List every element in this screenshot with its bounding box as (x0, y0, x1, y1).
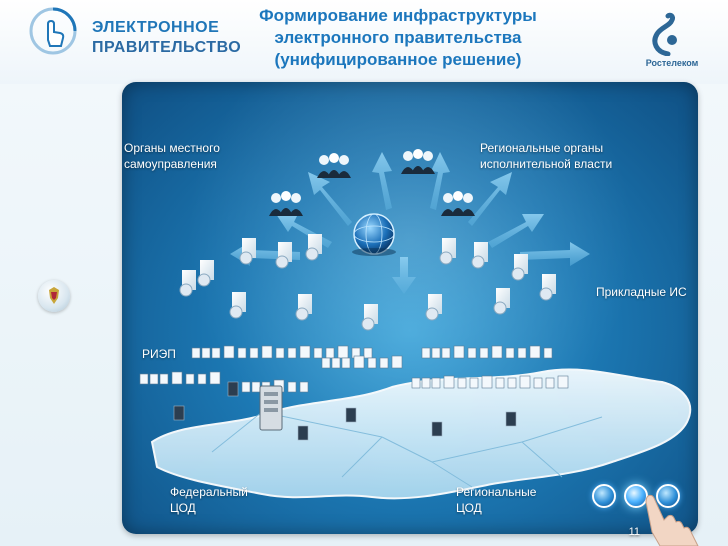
label-federal-dc-line-1: Федеральный (170, 485, 248, 499)
coat-of-arms-icon (38, 280, 70, 312)
label-regional-dc-line-2: ЦОД (456, 501, 482, 515)
label-regional-gov: Региональные органы исполнительной власт… (480, 140, 612, 172)
server-rack-icon (139, 345, 569, 393)
user-group-icon (269, 149, 475, 216)
label-regional-gov-line-1: Региональные органы (480, 141, 604, 155)
label-local-gov-line-1: Органы местного (124, 141, 220, 155)
regional-dc-racks (173, 381, 517, 441)
label-regional-gov-line-2: исполнительной власти (480, 157, 613, 171)
logo-line-2: ПРАВИТЕЛЬСТВО (92, 39, 242, 56)
logo-line-1: ЭЛЕКТРОННОЕ (92, 19, 220, 36)
document-disc-icon (179, 234, 556, 331)
diagram-scene (139, 149, 692, 500)
nav-prev-button[interactable] (592, 484, 616, 508)
e-gov-logo-icon (29, 7, 77, 55)
nav-next-button[interactable] (656, 484, 680, 508)
label-local-gov-line-2: самоуправления (124, 157, 217, 171)
brand-name: Ростелеком (645, 58, 699, 68)
map-network-lines (211, 411, 603, 488)
slide-title: Формирование инфраструктуры электронного… (232, 5, 564, 71)
label-applied-is: Прикладные ИС (596, 285, 687, 299)
label-federal-dc-line-2: ЦОД (170, 501, 196, 515)
label-regional-dc: Региональные ЦОД (456, 484, 536, 516)
label-local-gov: Органы местного самоуправления (124, 140, 220, 172)
page-number: 11 (628, 526, 640, 538)
label-regional-dc-line-1: Региональные (456, 485, 537, 499)
title-line-3: (унифицированное решение) (274, 50, 522, 69)
slide-header: ЭЛЕКТРОННОЕ ПРАВИТЕЛЬСТВО Формирование и… (0, 0, 728, 84)
title-line-1: Формирование инфраструктуры (259, 6, 537, 25)
russia-map (150, 368, 692, 500)
e-gov-logo-text: ЭЛЕКТРОННОЕ ПРАВИТЕЛЬСТВО (92, 18, 242, 58)
rostelecom-swirl-icon (652, 12, 677, 56)
federal-server-tower (259, 385, 283, 431)
hand-pointer-icon (645, 494, 699, 546)
globe-icon (352, 213, 396, 256)
title-line-2: электронного правительства (274, 28, 522, 47)
label-federal-dc: Федеральный ЦОД (170, 484, 248, 516)
infrastructure-diagram: Органы местного самоуправления Региональ… (122, 82, 698, 534)
nav-current-button[interactable] (624, 484, 648, 508)
label-rieap: РИЭП (142, 347, 176, 361)
